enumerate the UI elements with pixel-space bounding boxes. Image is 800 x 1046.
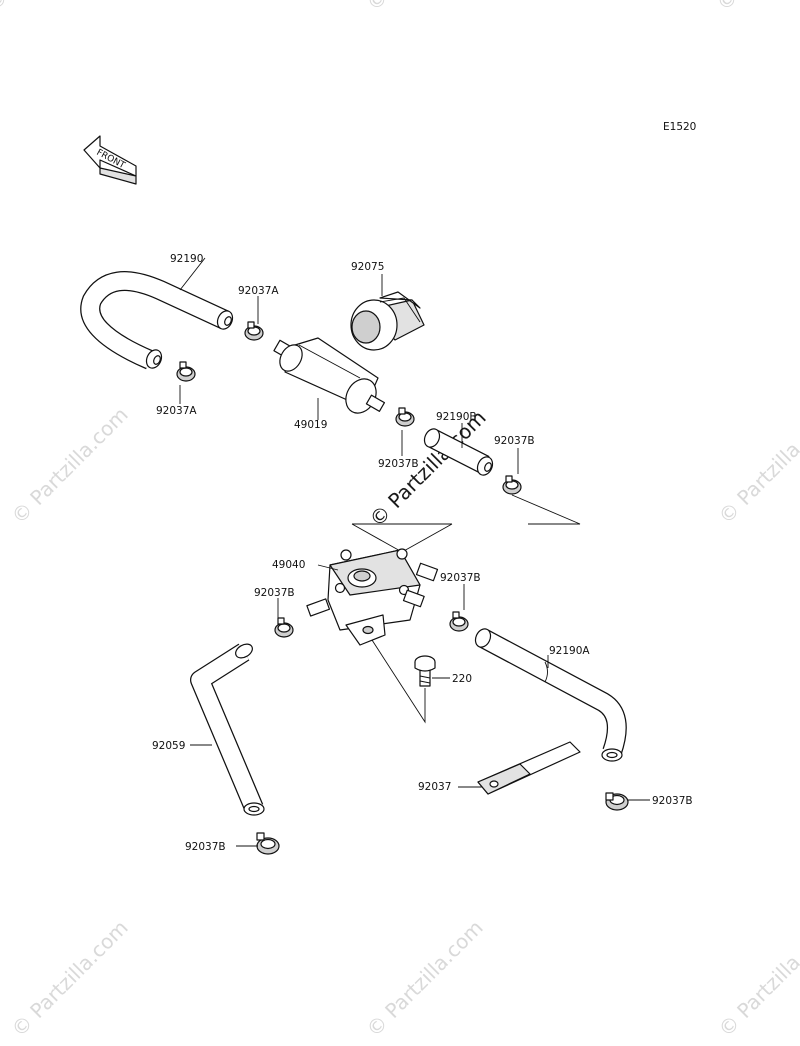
reference-line-upper-right [511,494,581,525]
reference-line-upper-left [351,523,453,553]
fuel-pump-49040 [306,548,439,646]
hose-92190a [474,628,627,762]
label-92075: 92075 [351,261,384,273]
clamp-92037b-left [274,617,294,638]
hose-92059 [190,643,265,816]
clamp-92037a-left [176,361,196,382]
hose-92190 [80,271,234,370]
label-220: 220 [452,673,472,685]
label-92037a-top: 92037A [238,285,279,297]
watermark-text: © Partzilla.com [714,402,800,528]
watermark-text: © Partzilla.com [7,402,133,528]
label-49040: 49040 [272,559,305,571]
strap-92037 [477,741,581,795]
diagram-code: E1520 [663,121,696,133]
front-arrow-icon: FRONT [83,135,137,185]
label-92190a: 92190A [549,645,590,657]
clamp-92037b-bottom [256,832,280,855]
watermark-text: © Partzilla.com [7,915,133,1041]
watermark-text: © Partzilla.com [712,0,800,16]
label-92037b-right: 92037B [494,435,535,447]
label-92190b: 92190B [436,411,477,423]
label-49019: 49019 [294,419,327,431]
label-92037b-left: 92037B [254,587,295,599]
label-92059: 92059 [152,740,185,752]
fuel-filter-49019 [273,337,386,414]
label-92037a-left: 92037A [156,405,197,417]
label-92037b-bottomright: 92037B [652,795,693,807]
label-92037b-mid: 92037B [378,458,419,470]
hose-92190b [423,428,494,476]
watermark-text: © Partzilla.com [362,915,488,1041]
watermark-text: © Partzilla.com [362,0,488,16]
label-92037b-pumpright: 92037B [440,572,481,584]
clamp-92037b-pumpright [449,611,469,632]
bolt-220 [414,655,436,687]
clamp-92037b-mid [395,407,415,427]
watermark-text: © Partzilla.com [0,0,108,16]
label-92190: 92190 [170,253,203,265]
clamp-92037a-top [244,321,264,341]
label-92037: 92037 [418,781,451,793]
clamp-92037b-bottomright [605,792,629,811]
clamp-92037b-right [502,475,522,495]
label-92037b-bottom: 92037B [185,841,226,853]
cap-92075 [350,291,425,351]
watermark-text: © Partzilla.com [714,915,800,1041]
reference-line-lower [371,639,426,724]
